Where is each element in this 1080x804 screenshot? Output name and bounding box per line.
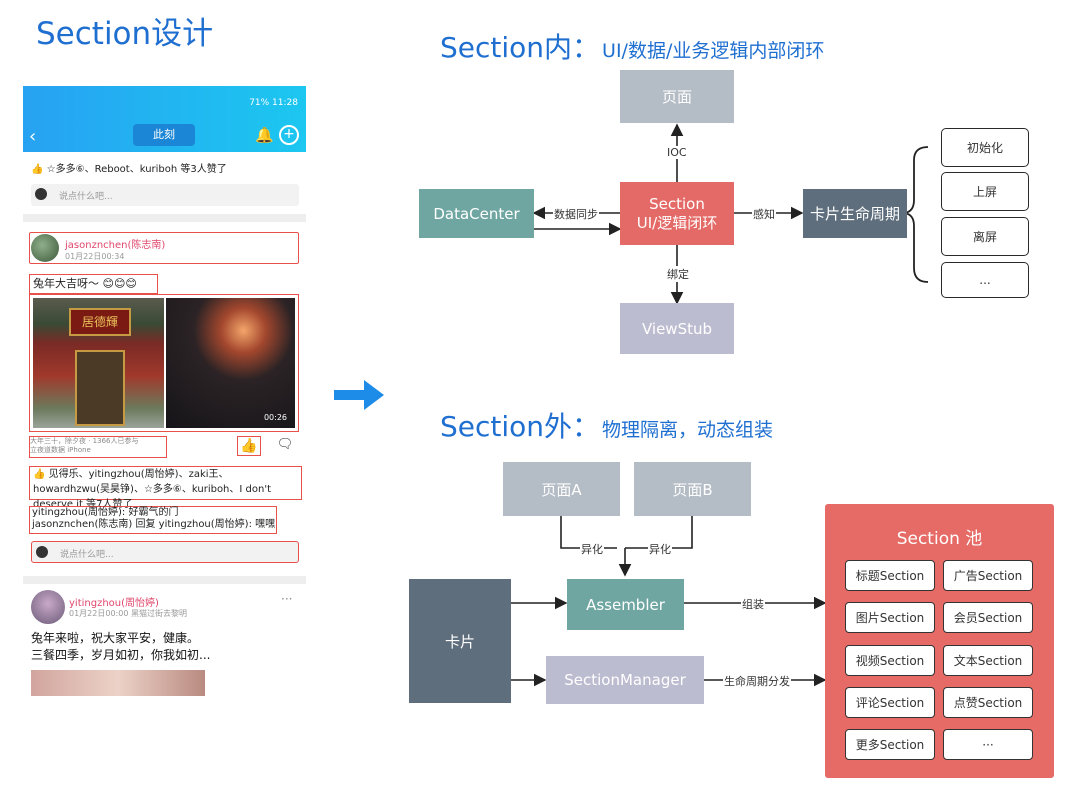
edge-label-data-sync: 数据同步 [553, 206, 599, 222]
node-section: Section UI/逻辑闭环 [620, 182, 734, 245]
node-viewstub: ViewStub [620, 303, 734, 354]
plus-icon[interactable]: + [279, 125, 299, 145]
post-meta-line2: 立夜道数据 iPhone [30, 446, 91, 454]
section-outer-subtitle: 物理隔离，动态组装 [602, 419, 774, 441]
post-image[interactable] [31, 670, 205, 696]
post-date: 01月22日00:34 [65, 252, 125, 261]
user-icon [35, 188, 47, 200]
post-meta: 大年三十，除夕夜 · 1366人已参与 立夜道数据 iPhone [29, 436, 167, 458]
avatar[interactable] [31, 234, 59, 262]
edge-label-ioc: IOC [666, 146, 688, 159]
comment-placeholder: 说点什么吧... [59, 192, 113, 202]
plaque-text: 居德輝 [69, 308, 131, 336]
comment-input[interactable]: 说点什么吧... [31, 184, 299, 206]
node-assembler: Assembler [567, 579, 684, 630]
divider [23, 214, 306, 222]
divider [23, 576, 306, 584]
likes-summary-text: ☆多多⑥、Reboot、kuriboh 等3人赞了 [46, 164, 227, 175]
section-outer-title: Section外：物理隔离，动态组装 [440, 405, 773, 445]
like-icon[interactable]: 👍 [237, 436, 261, 456]
likers-text: 见得乐、yitingzhou(周怡婷)、zaki王、howardhzwu(吴昊铮… [33, 469, 271, 510]
post-images: 居德輝 00:26 [29, 294, 299, 432]
node-card: 卡片 [409, 579, 511, 703]
node-section-manager: SectionManager [546, 656, 704, 704]
post-text-line: 三餐四季，岁月如初，你我如初... [31, 648, 211, 662]
pool-item: 文本Section [943, 645, 1033, 676]
pool-item: ··· [943, 729, 1033, 760]
node-card-lifecycle: 卡片生命周期 [803, 189, 907, 238]
section-inner-subtitle: UI/数据/业务逻辑内部闭环 [602, 40, 825, 62]
pool-item: 标题Section [845, 560, 935, 591]
comment-icon[interactable]: 🗨 [276, 437, 294, 452]
edge-label-perceive: 感知 [752, 206, 776, 222]
pool-item: 评论Section [845, 687, 935, 718]
section-outer-heading: Section外： [440, 410, 601, 443]
page-title: Section设计 [36, 16, 214, 52]
lifecycle-event: ... [941, 262, 1029, 298]
pool-item: 点赞Section [943, 687, 1033, 718]
back-icon[interactable]: ‹ [29, 126, 37, 147]
likes-summary: 👍 ☆多多⑥、Reboot、kuriboh 等3人赞了 [31, 164, 227, 175]
comments-list: yitingzhou(周怡婷): 好霸气的门 jasonznchen(陈志南) … [29, 506, 277, 534]
edge-label-assemble: 组装 [741, 596, 765, 612]
pool-item: 图片Section [845, 602, 935, 633]
nav-chip-label: 此刻 [153, 128, 175, 141]
pool-item: 广告Section [943, 560, 1033, 591]
lifecycle-event: 离屏 [941, 217, 1029, 256]
comment-item: yitingzhou(周怡婷): 好霸气的门 [32, 507, 179, 518]
section-inner-heading: Section内： [440, 31, 601, 64]
avatar[interactable] [31, 590, 65, 624]
more-icon[interactable]: ··· [281, 592, 293, 606]
likers-list: 👍 见得乐、yitingzhou(周怡婷)、zaki王、howardhzwu(吴… [29, 466, 302, 510]
node-datacenter: DataCenter [419, 189, 534, 238]
comment-item: jasonznchen(陈志南) 回复 yitingzhou(周怡婷): 嘿嘿 [32, 519, 276, 530]
section-inner-title: Section内：UI/数据/业务逻辑内部闭环 [440, 26, 824, 66]
post-text-value: 兔年大吉呀～ [33, 277, 99, 290]
post-text: 兔年来啦，祝大家平安，健康。 三餐四季，岁月如初，你我如初... [31, 630, 210, 664]
post-username[interactable]: jasonznchen(陈志南) [65, 240, 166, 251]
nav-bar: ‹ 此刻 🔔 + [23, 122, 306, 152]
pool-item: 会员Section [943, 602, 1033, 633]
edge-label-async-a: 异化 [580, 541, 604, 557]
node-page-a: 页面A [503, 462, 620, 516]
section-pool-title: Section 池 [896, 529, 983, 549]
lifecycle-event: 上屏 [941, 172, 1029, 211]
post-image[interactable]: 居德輝 [33, 298, 164, 428]
video-duration: 00:26 [263, 413, 287, 422]
post-text-line: 兔年来啦，祝大家平安，健康。 [31, 631, 200, 645]
post-video[interactable]: 00:26 [166, 298, 295, 428]
pool-item: 更多Section [845, 729, 935, 760]
post-header [29, 232, 299, 264]
lifecycle-event: 初始化 [941, 128, 1029, 167]
node-page-b: 页面B [634, 462, 751, 516]
post-text: 兔年大吉呀～ 😊😊😊 [29, 274, 158, 294]
pool-item: 视频Section [845, 645, 935, 676]
edge-label-lifecycle-dispatch: 生命周期分发 [723, 673, 791, 689]
comment-input[interactable]: 说点什么吧... [31, 541, 299, 563]
comment-placeholder: 说点什么吧... [60, 550, 114, 560]
status-text: 71% 11:28 [249, 98, 298, 108]
transition-arrow-icon [334, 380, 384, 410]
post-meta-line1: 大年三十，除夕夜 · 1366人已参与 [30, 437, 139, 445]
status-bar: 71% 11:28 [23, 86, 306, 122]
door-shape [75, 350, 125, 426]
node-page: 页面 [620, 70, 734, 123]
post-date: 01月22日00:00 黑猫过街去黎明 [69, 609, 187, 618]
nav-chip[interactable]: 此刻 [133, 124, 195, 146]
bell-icon[interactable]: 🔔 [255, 126, 274, 144]
edge-label-async-b: 异化 [648, 541, 672, 557]
user-icon [36, 546, 48, 558]
edge-label-bind: 绑定 [666, 266, 690, 282]
post-username[interactable]: yitingzhou(周怡婷) [69, 598, 159, 609]
phone-screenshot: 71% 11:28 ‹ 此刻 🔔 + 👍 ☆多多⑥、Reboot、kuriboh… [23, 86, 306, 696]
